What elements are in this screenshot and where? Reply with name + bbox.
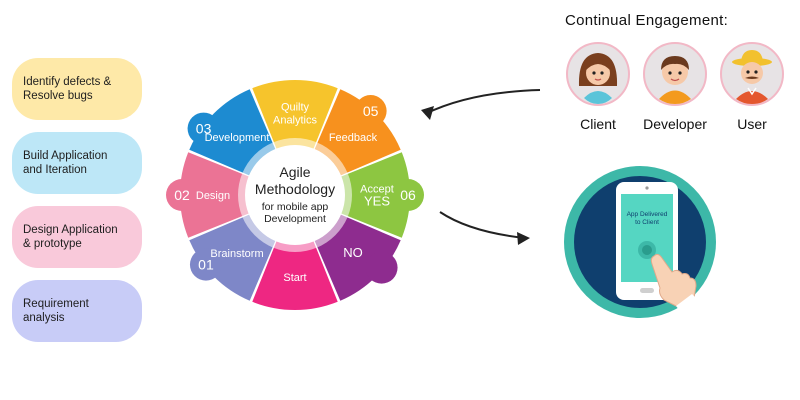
phase-pill-design-application: Design Application & prototype: [12, 206, 142, 268]
segment-knob: [166, 179, 198, 211]
phase-label: Identify defects & Resolve bugs: [23, 76, 112, 102]
segment-knob: [189, 248, 222, 281]
role-label-user: User: [737, 116, 767, 132]
phase-pill-requirement-analysis: Requirement analysis: [12, 280, 142, 342]
phase-label: Design Application & prototype: [23, 224, 118, 250]
wheel-segment-quilty-analytics: [252, 80, 338, 158]
segment-number: 02: [174, 187, 190, 203]
segment-label: Design: [196, 190, 230, 202]
segment-knob: [365, 251, 398, 284]
phase-pill-build-application: Build Application and Iteration: [12, 132, 142, 194]
segment-number: 06: [400, 187, 416, 203]
user-avatar-icon: [720, 42, 784, 106]
arrowhead-right-icon: [517, 232, 530, 245]
segment-number: 01: [198, 257, 214, 273]
engagement-title: Continual Engagement:: [565, 12, 729, 29]
segment-knob: [354, 95, 387, 128]
phase-label: Build Application and Iteration: [23, 150, 108, 176]
arrow-to-delivery: [439, 211, 526, 239]
segment-label: Feedback: [329, 132, 378, 144]
wheel-segment-accept-yes: [332, 152, 410, 238]
segment-number: 03: [196, 121, 212, 137]
segment-label: NO: [343, 245, 363, 260]
phase-pill-identify-defects: Identify defects & Resolve bugs: [12, 58, 142, 120]
segment-knob: [187, 112, 220, 145]
wheel-center-disc: [245, 145, 345, 245]
wheel-segment-design: [180, 152, 258, 238]
wheel-segment-start: [252, 232, 338, 310]
segment-label: Start: [283, 272, 306, 284]
arrowhead-left-icon: [421, 106, 434, 120]
segment-label: Development: [205, 132, 270, 144]
phase-label: Requirement analysis: [23, 298, 89, 324]
developer-avatar-icon: [643, 42, 707, 106]
pointing-hand-icon: [650, 253, 697, 307]
client-avatar-icon: [566, 42, 630, 106]
segment-label: Brainstorm: [210, 248, 263, 260]
role-label-developer: Developer: [643, 116, 707, 132]
segment-knob: [392, 179, 424, 211]
arrow-from-engagement: [424, 89, 541, 115]
phone-home-button: [640, 288, 654, 293]
role-label-client: Client: [580, 116, 616, 132]
segment-number: 05: [363, 103, 379, 119]
